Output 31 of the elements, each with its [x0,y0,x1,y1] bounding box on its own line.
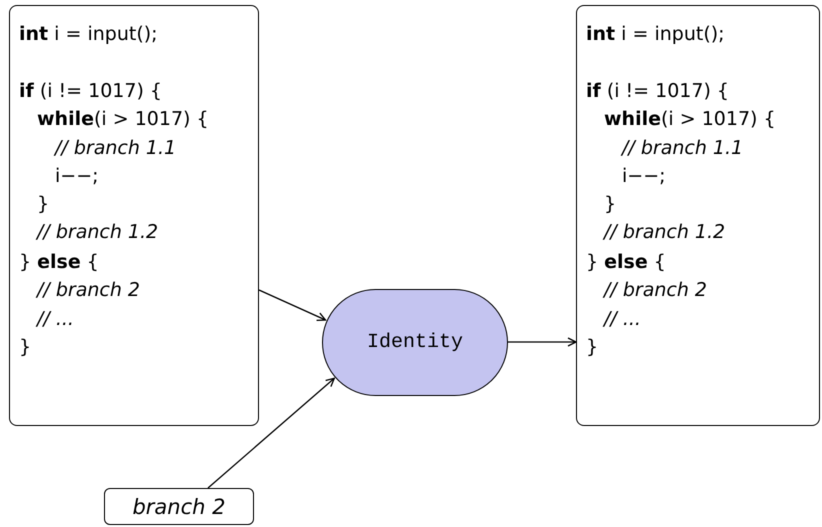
arrow [208,378,335,488]
code-line: } [37,192,50,216]
code-line: if (i != 1017) { [586,79,730,103]
code-line: } else { [19,250,99,274]
code-line: // ... [37,307,74,331]
code-line: } [586,335,598,359]
code-line: int i = input(); [586,22,725,46]
code-line: i−−; [55,164,99,188]
code-line: // branch 1.2 [37,220,158,244]
code-line: // branch 2 [37,278,140,302]
code-line: // branch 1.1 [622,136,744,160]
code-line: // ... [604,307,641,331]
node-label: branch 2 [132,494,226,518]
code-line: while(i > 1017) { [604,107,776,131]
code-line: // branch 1.1 [55,136,176,160]
code-box [9,5,259,426]
arrow [258,289,326,321]
code-line: // branch 2 [604,278,708,302]
text-box [104,488,254,525]
code-line: // branch 1.2 [604,220,726,244]
arrow [508,337,577,347]
code-line: if (i != 1017) { [19,79,162,103]
code-line: } [19,335,32,359]
process-label: Identity [366,331,463,354]
code-line: int i = input(); [19,22,158,46]
code-line: } else { [586,250,666,274]
code-line: while(i > 1017) { [37,107,209,131]
process-terminal [322,289,508,396]
code-box [576,5,820,426]
code-line: } [604,192,616,216]
code-line: i−−; [622,164,666,188]
